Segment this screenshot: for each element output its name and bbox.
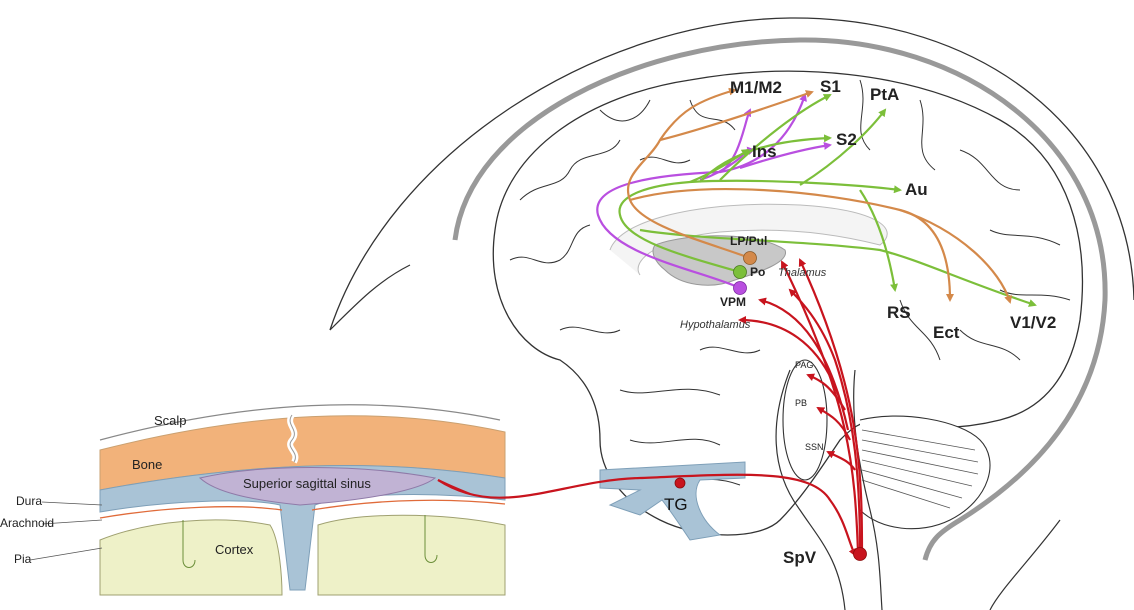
- label-pb: PB: [795, 398, 807, 408]
- label-ect: Ect: [933, 323, 960, 342]
- brain-outline: [493, 71, 1082, 610]
- label-dura: Dura: [16, 494, 42, 508]
- label-au: Au: [905, 180, 928, 199]
- label-pag: PAG: [795, 360, 813, 370]
- label-superior-sagittal-sinus: Superior sagittal sinus: [243, 476, 371, 491]
- vpm-nucleus: [734, 282, 747, 295]
- label-pia: Pia: [14, 552, 32, 566]
- label-cortex: Cortex: [215, 542, 254, 557]
- label-pta: PtA: [870, 85, 899, 104]
- spv-dot: [854, 548, 867, 561]
- label-spv: SpV: [783, 548, 817, 567]
- label-hypothalamus: Hypothalamus: [680, 319, 751, 331]
- meninges-inset: [30, 405, 505, 595]
- label-thalamus: Thalamus: [778, 267, 827, 279]
- label-scalp: Scalp: [154, 413, 187, 428]
- label-tg: TG: [664, 495, 688, 514]
- po-nucleus: [734, 266, 747, 279]
- label-s2: S2: [836, 130, 857, 149]
- label-bone: Bone: [132, 457, 162, 472]
- label-v1-v2: V1/V2: [1010, 313, 1056, 332]
- label-po: Po: [750, 265, 765, 279]
- label-rs: RS: [887, 303, 911, 322]
- tg-dot: [675, 478, 685, 488]
- label-s1: S1: [820, 77, 841, 96]
- label-ins: Ins: [752, 142, 777, 161]
- label-ssn: SSN: [805, 442, 824, 452]
- lp-pul-nucleus: [744, 252, 757, 265]
- label-lp-pul: LP/Pul: [730, 234, 767, 248]
- label-m1-m2: M1/M2: [730, 78, 782, 97]
- label-arachnoid: Arachnoid: [0, 516, 54, 530]
- label-vpm: VPM: [720, 295, 746, 309]
